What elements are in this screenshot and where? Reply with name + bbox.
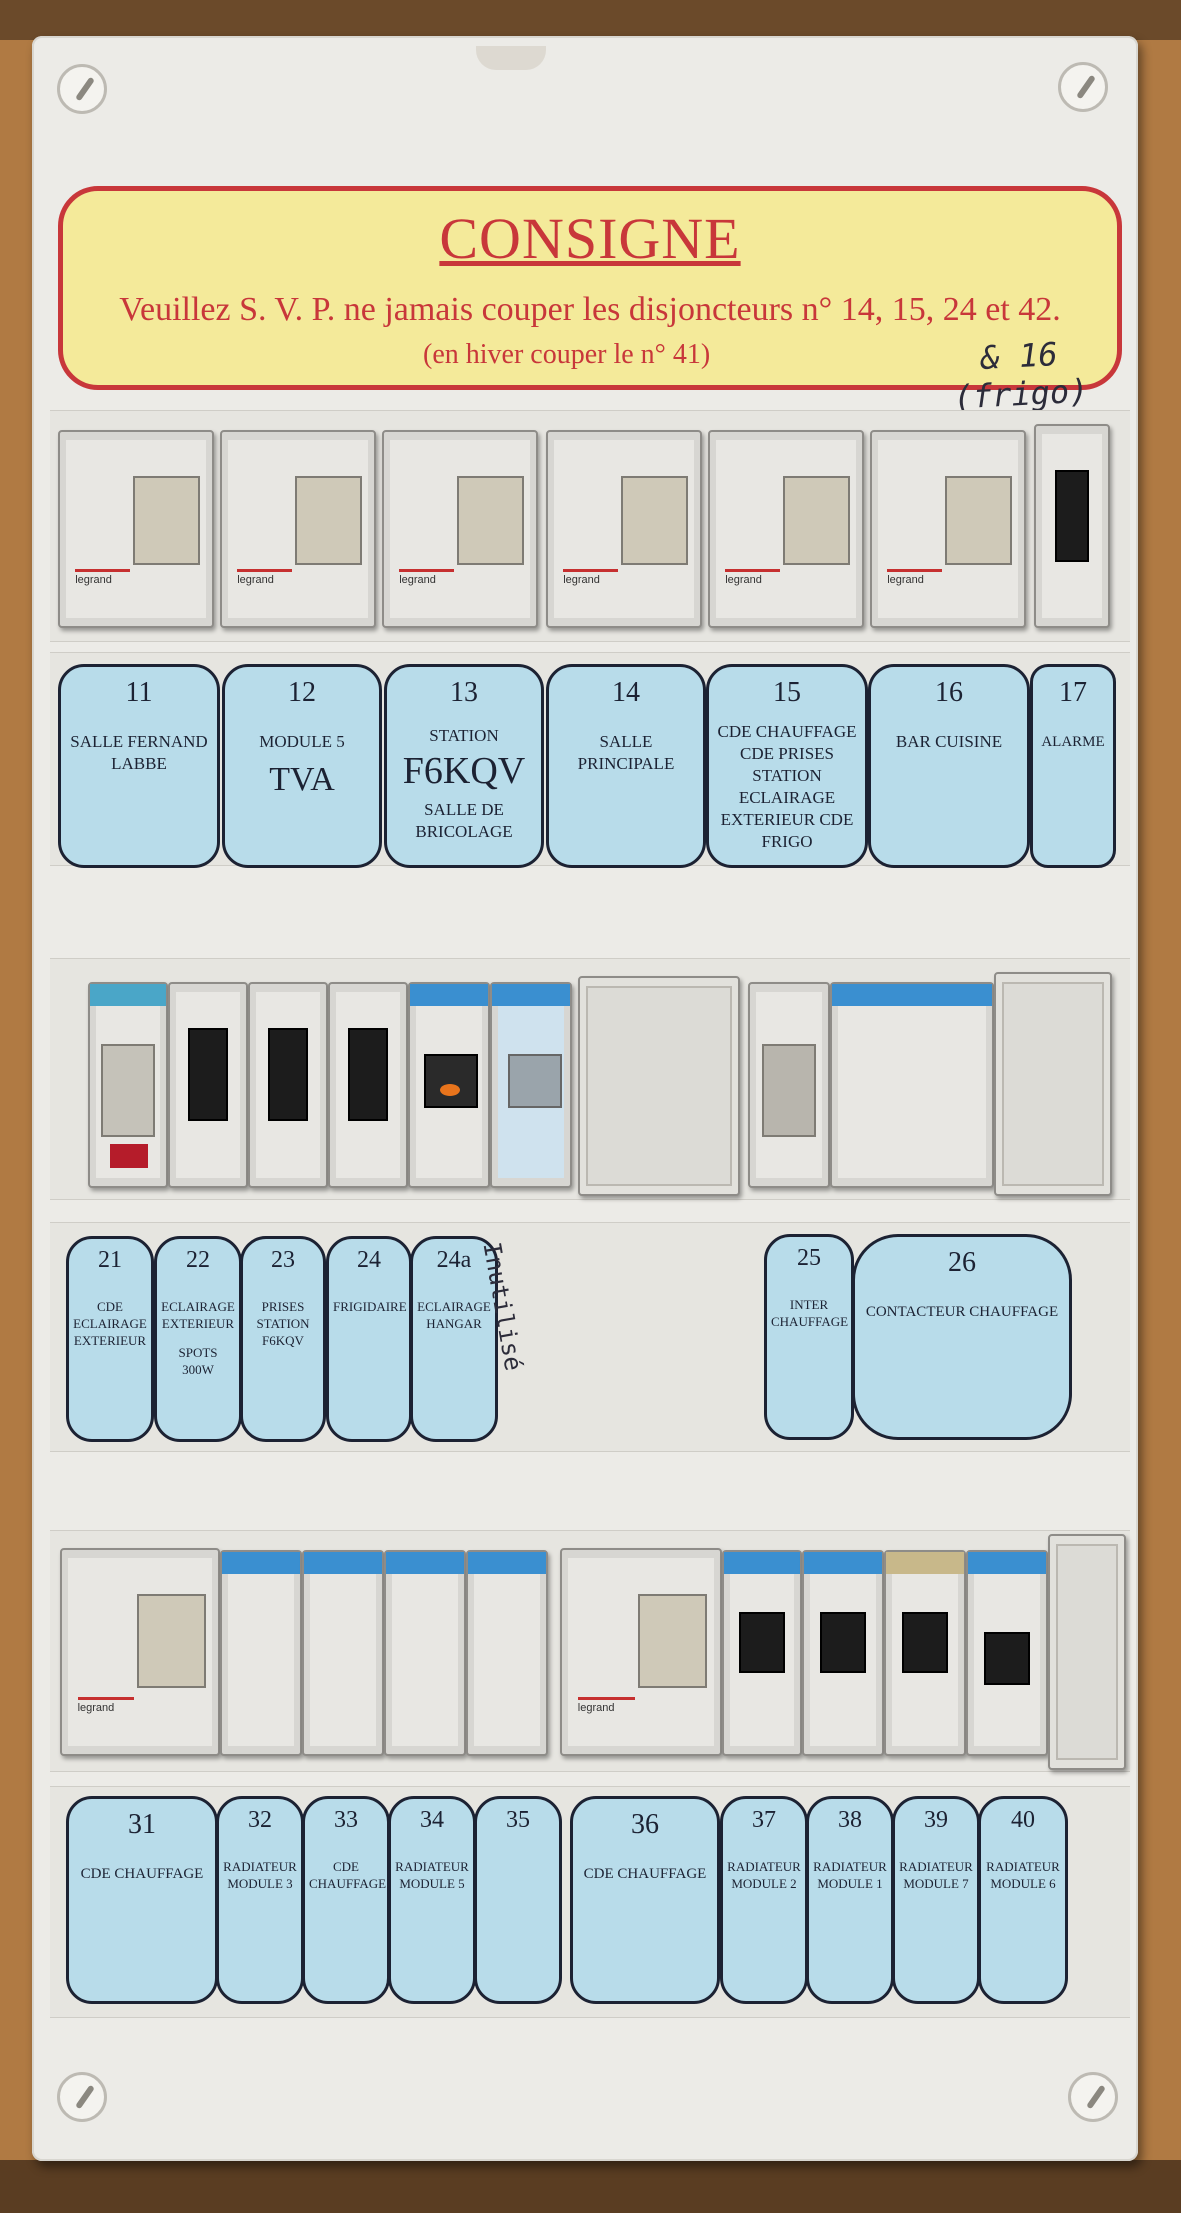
indicator-light — [110, 1144, 148, 1168]
breaker-22[interactable] — [168, 982, 248, 1188]
breaker-25[interactable] — [748, 982, 830, 1188]
wall-bottom — [0, 2160, 1181, 2213]
rcd-breaker-36[interactable]: legrand — [560, 1548, 722, 1756]
consigne-line-2: (en hiver couper le n° 41) — [423, 339, 711, 370]
breaker-34[interactable] — [384, 1550, 466, 1756]
breaker-23[interactable] — [248, 982, 328, 1188]
breaker-spare[interactable] — [490, 982, 572, 1188]
breaker-33[interactable] — [302, 1550, 384, 1756]
breaker-39[interactable] — [884, 1550, 966, 1756]
blank-cover — [578, 976, 740, 1196]
breaker-32[interactable] — [220, 1550, 302, 1756]
rcd-breaker-31[interactable]: legrand — [60, 1548, 220, 1756]
consigne-banner: CONSIGNE Veuillez S. V. P. ne jamais cou… — [58, 186, 1122, 416]
screw-icon — [1068, 2072, 1118, 2122]
handwritten-note: & 16 (frigo) — [952, 335, 1090, 417]
consigne-title: CONSIGNE — [439, 206, 741, 271]
rcd-breaker-11[interactable]: legrand — [58, 430, 214, 628]
circuit-label-35: 35 — [474, 1796, 562, 2004]
breaker-24[interactable] — [328, 982, 408, 1188]
contactor-26[interactable] — [830, 982, 994, 1188]
consigne-line-1: Veuillez S. V. P. ne jamais couper les d… — [119, 291, 1061, 328]
breaker-24a[interactable] — [408, 982, 490, 1188]
breaker-40[interactable] — [966, 1550, 1048, 1756]
breaker-21[interactable] — [88, 982, 168, 1188]
screw-icon — [57, 64, 107, 114]
breaker-37[interactable] — [722, 1550, 802, 1756]
breaker-35[interactable] — [466, 1550, 548, 1756]
breaker-38[interactable] — [802, 1550, 884, 1756]
breaker-17[interactable] — [1034, 424, 1110, 628]
wall-top — [0, 0, 1181, 40]
rcd-breaker-12[interactable]: legrand — [220, 430, 376, 628]
screw-icon — [1058, 62, 1108, 112]
screw-icon — [57, 2072, 107, 2122]
panel-notch — [476, 46, 546, 70]
rcd-breaker-15[interactable]: legrand — [708, 430, 864, 628]
rcd-breaker-16[interactable]: legrand — [870, 430, 1026, 628]
rcd-breaker-13[interactable]: legrand — [382, 430, 538, 628]
rcd-breaker-14[interactable]: legrand — [546, 430, 702, 628]
blank-cover-row3 — [1048, 1534, 1126, 1770]
blank-cover-right — [994, 972, 1112, 1196]
